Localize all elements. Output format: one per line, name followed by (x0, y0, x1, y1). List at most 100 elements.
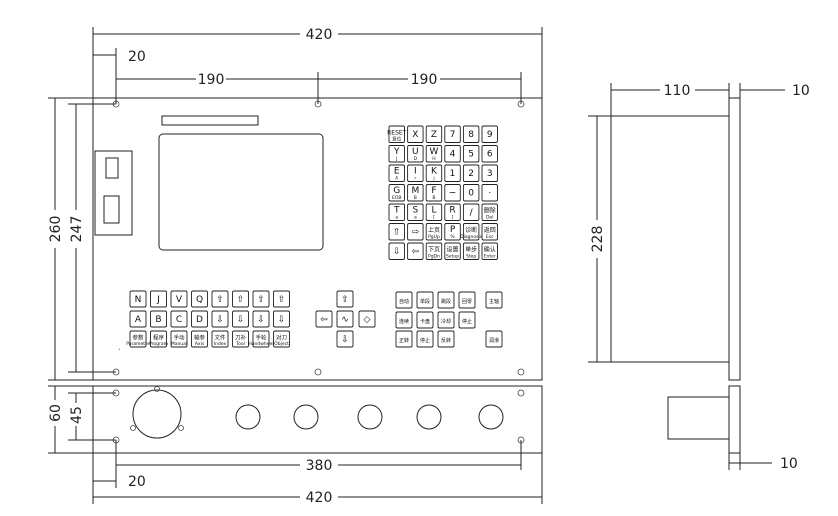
mode-key[interactable]: ⇧ (232, 290, 249, 308)
dim-top-width: 420 (92, 27, 543, 98)
key-sublabel: Setup (446, 254, 459, 260)
function-key[interactable]: 主轴 (485, 291, 503, 309)
function-key[interactable]: 跳段 (437, 291, 455, 309)
keypad-key[interactable]: 4 (444, 145, 461, 163)
keypad-key[interactable]: Z (425, 125, 443, 143)
keypad-key[interactable]: P% (444, 223, 461, 241)
keypad-key[interactable]: − (444, 184, 461, 202)
keypad-key[interactable]: Ta (388, 203, 405, 221)
jog-right-key[interactable]: ◇ (358, 310, 376, 328)
keypad-key[interactable]: MB (407, 184, 424, 202)
mode-key[interactable]: ⇩ (211, 310, 229, 328)
keypad-key[interactable]: 8 (462, 125, 480, 143)
function-key[interactable]: 卡盘 (416, 311, 434, 329)
function-key[interactable]: 停止 (458, 311, 476, 329)
handwheel-connector (130, 386, 184, 439)
dim-label-260: 260 (48, 216, 64, 243)
keypad-key[interactable]: 7 (444, 125, 461, 143)
keypad-key[interactable]: ⇨ (407, 223, 424, 241)
keypad-key[interactable]: X (407, 125, 424, 143)
mode-key[interactable]: V (170, 290, 188, 308)
mode-key[interactable]: Q (191, 290, 208, 308)
key-label: / (470, 208, 474, 218)
keypad-key[interactable]: 0 (462, 184, 480, 202)
mode-key[interactable]: ⇧ (252, 290, 270, 308)
keypad-key[interactable]: YJ (388, 145, 405, 163)
keypad-key[interactable]: UD (407, 145, 424, 163)
usb-port (105, 157, 119, 179)
keypad-key[interactable]: L[ (425, 203, 443, 221)
key-label: ⇦ (412, 247, 420, 257)
mode-key[interactable]: N (129, 290, 147, 308)
jog-down-key[interactable]: ⇩ (336, 330, 354, 348)
function-key[interactable]: 停止 (416, 330, 434, 348)
key-label: 5 (468, 150, 474, 160)
function-key[interactable]: 正转 (395, 330, 413, 348)
mode-key[interactable]: C (170, 310, 188, 328)
key-label: 单步 (465, 246, 477, 254)
function-key[interactable]: 单段 (416, 291, 434, 309)
keypad-key[interactable]: EA (388, 164, 405, 182)
mode-key[interactable]: J (150, 290, 167, 308)
key-label: U (412, 147, 419, 157)
keypad-key[interactable]: 5 (462, 145, 480, 163)
keypad-key[interactable]: WH (425, 145, 443, 163)
jog-left-key[interactable]: ⇦ (315, 310, 333, 328)
keypad-key[interactable]: 3 (481, 164, 498, 182)
dim-label-190-b: 190 (411, 72, 438, 88)
keypad-key[interactable]: 1 (444, 164, 461, 182)
mode-key[interactable]: ⇧ (273, 290, 290, 308)
function-key[interactable]: 冷却 (437, 311, 455, 329)
keypad-key[interactable]: · (481, 184, 498, 202)
keypad-key[interactable]: FB (425, 184, 443, 202)
key-sublabel: Esc (486, 234, 494, 240)
key-label: N (135, 295, 142, 305)
function-key[interactable]: 自动 (395, 291, 413, 309)
keypad-key[interactable]: / (462, 203, 480, 221)
function-key[interactable]: 润滑 (485, 330, 503, 348)
mode-key[interactable]: A (129, 310, 147, 328)
mode-key[interactable]: B (150, 310, 167, 328)
keypad-key[interactable]: Kj (425, 164, 443, 182)
keypad-key[interactable]: Ir (407, 164, 424, 182)
jog-up-key[interactable]: ⇧ (336, 290, 354, 308)
key-label: E (394, 167, 400, 177)
keypad-key[interactable]: R] (444, 203, 461, 221)
dim-outer-height: 260 (48, 97, 93, 381)
mode-key[interactable]: ⇧ (211, 290, 229, 308)
keypad-key[interactable]: 9 (481, 125, 498, 143)
keypad-key[interactable]: Sa (407, 203, 424, 221)
mode-key[interactable]: D (191, 310, 208, 328)
jog-center-key[interactable]: ∿ (336, 310, 354, 328)
mode-key[interactable]: ⇩ (252, 310, 270, 328)
key-label: P (450, 225, 456, 235)
function-key[interactable]: 回零 (458, 291, 476, 309)
function-key[interactable]: 连续 (395, 311, 413, 329)
function-key[interactable]: 反转 (437, 330, 455, 348)
keypad-key[interactable]: ⇩ (388, 242, 405, 260)
mode-key[interactable]: ⇩ (273, 310, 290, 328)
keypad-key[interactable]: 2 (462, 164, 480, 182)
keypad-key[interactable]: ⇦ (407, 242, 424, 260)
keypad-key[interactable]: ⇧ (388, 223, 405, 241)
keypad-key[interactable]: 6 (481, 145, 498, 163)
mode-key[interactable]: ⇩ (232, 310, 249, 328)
